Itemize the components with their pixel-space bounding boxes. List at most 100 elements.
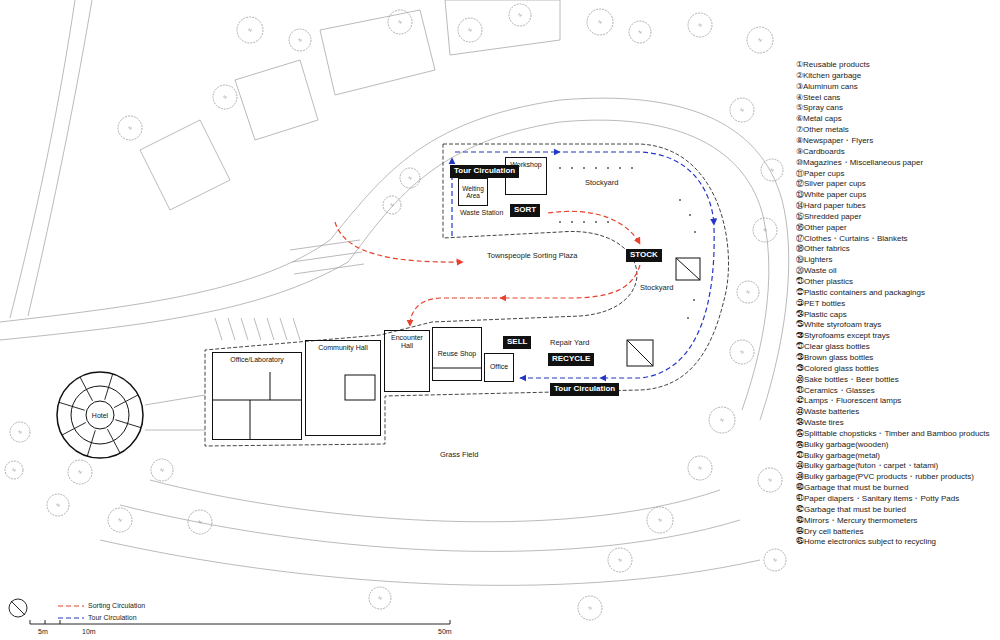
context-lines xyxy=(0,0,789,585)
tree xyxy=(458,18,482,42)
stage-tag: SORT xyxy=(510,204,540,217)
tree xyxy=(688,456,712,480)
tag-text: SORT xyxy=(514,205,536,214)
sorting-circulation xyxy=(335,211,640,326)
tree xyxy=(68,460,92,484)
legend-list-item: ⑦Other metals xyxy=(796,125,849,134)
legend-list-item: ①Reusable products xyxy=(796,60,870,69)
scale-label: 50m xyxy=(438,628,452,636)
tree-trunk xyxy=(759,39,761,41)
area-label: Waste Station xyxy=(460,209,503,217)
tree xyxy=(764,549,786,571)
scale-label: 5m xyxy=(38,628,48,636)
tree xyxy=(108,508,132,532)
scale-label: 10m xyxy=(82,628,96,636)
building-name: Community Hall xyxy=(318,344,367,352)
legend-list-item: ⑬White paper cups xyxy=(796,190,866,199)
hotel-room-wall xyxy=(105,374,113,400)
legend-list-item: ⑧Newspaper・Flyers xyxy=(796,136,873,145)
legend-list-item: ㉛Ceramics・Glasses xyxy=(796,386,875,395)
legend-text: Tour Circulation xyxy=(88,614,137,622)
building-name: Reuse Shop xyxy=(438,350,477,358)
tree xyxy=(647,507,673,533)
legend-list-item: ⑫Silver paper cups xyxy=(796,179,866,188)
tree-trunk xyxy=(119,519,121,521)
tree xyxy=(688,13,712,37)
tree-trunk xyxy=(57,504,59,506)
legend-list-item: ㉒Plastic containers and packagings xyxy=(796,288,925,297)
legend-list-item: ㉓PET bottles xyxy=(796,299,845,308)
stage-tag: Tour Circulation xyxy=(550,383,619,396)
stage-tag: STOCK xyxy=(626,249,662,262)
tree xyxy=(369,587,391,609)
tree xyxy=(47,494,69,516)
area-label: Stockyard xyxy=(585,179,618,188)
legend-list-item: ⑳Waste oil xyxy=(796,266,837,275)
tree xyxy=(709,407,735,433)
legend-list-item: ㊸Mirrors・Mercury thermometers xyxy=(796,516,917,525)
tree xyxy=(578,596,602,620)
tree xyxy=(237,17,263,43)
tree-trunk xyxy=(774,559,776,561)
tree-trunk xyxy=(741,351,743,353)
hotel-room-wall xyxy=(115,420,141,428)
legend-list-item: ③Aluminum cans xyxy=(796,82,858,91)
building-name: Welting Area xyxy=(462,185,484,200)
tree xyxy=(509,4,531,26)
legend-list-item: ⑯Other paper xyxy=(796,223,847,232)
tree-trunk xyxy=(79,471,81,473)
hotel-room-wall xyxy=(87,430,95,456)
legend-list-item: ㉑Other plastics xyxy=(796,277,853,286)
hotel-room-wall xyxy=(59,402,85,410)
tree-trunk xyxy=(249,29,251,31)
tag-text: SELL xyxy=(507,337,527,346)
building-name: Encounter Hall xyxy=(388,334,426,350)
tree-trunk xyxy=(619,559,621,561)
tree-trunk xyxy=(771,169,773,171)
legend-list-item: ⑩Magazines・Miscellaneous paper xyxy=(796,158,923,167)
legend-list-item: ㊶Paper diapers・Sanitary items・Potty Pads xyxy=(796,494,959,503)
tour-circulation xyxy=(452,152,714,378)
tree xyxy=(587,9,613,35)
tree xyxy=(761,159,783,181)
legend-list-item: ⑤Spray cans xyxy=(796,103,843,112)
north-symbol xyxy=(9,599,27,617)
hotel-room-wall xyxy=(107,429,120,453)
tree-trunk xyxy=(199,521,201,523)
tree-trunk xyxy=(409,177,411,179)
legend-text: Sorting Circulation xyxy=(88,602,145,610)
legend-list-item: ㉗Clear glass bottles xyxy=(796,342,870,351)
hotel-ring xyxy=(57,372,143,458)
tree xyxy=(737,281,759,303)
building-box: Office/Laboratory xyxy=(212,352,302,440)
legend-list-item: ㉖Styrofoams except trays xyxy=(796,331,890,340)
tree xyxy=(753,218,777,242)
hotel-ring xyxy=(71,386,129,444)
tree-trunk xyxy=(599,21,601,23)
tree-trunk xyxy=(639,31,641,33)
legend-list-item: ⑪Paper cups xyxy=(796,169,844,178)
tree-trunk xyxy=(379,597,381,599)
legend-list-item: ⑲Lighters xyxy=(796,255,832,264)
legend-list-item: ⑰Clothes・Curtains・Blankets xyxy=(796,234,908,243)
building-details xyxy=(212,258,700,440)
area-label: Stockyard xyxy=(640,284,673,293)
legend-list-item: ㉙Colored glass bottles xyxy=(796,364,879,373)
tree xyxy=(758,468,782,492)
tree-trunk xyxy=(721,419,723,421)
legend-list-item: ㊳Bulky garbage(futon・carpet・tatami) xyxy=(796,461,938,470)
tree xyxy=(188,510,212,534)
tree-trunk xyxy=(747,291,749,293)
tree xyxy=(213,85,237,109)
legend-sample xyxy=(58,605,84,606)
tree xyxy=(730,98,754,122)
tree-trunk xyxy=(699,24,701,26)
tag-text: Tour Circulation xyxy=(454,166,515,175)
hotel-building: Hotel xyxy=(55,370,145,460)
legend-list-item: ㊷Garbage that must be buried xyxy=(796,505,906,514)
tree-trunk xyxy=(469,29,471,31)
tree xyxy=(629,21,651,43)
legend-list-item: ⑱Other fabrics xyxy=(796,244,850,253)
tree-trunk xyxy=(769,479,771,481)
